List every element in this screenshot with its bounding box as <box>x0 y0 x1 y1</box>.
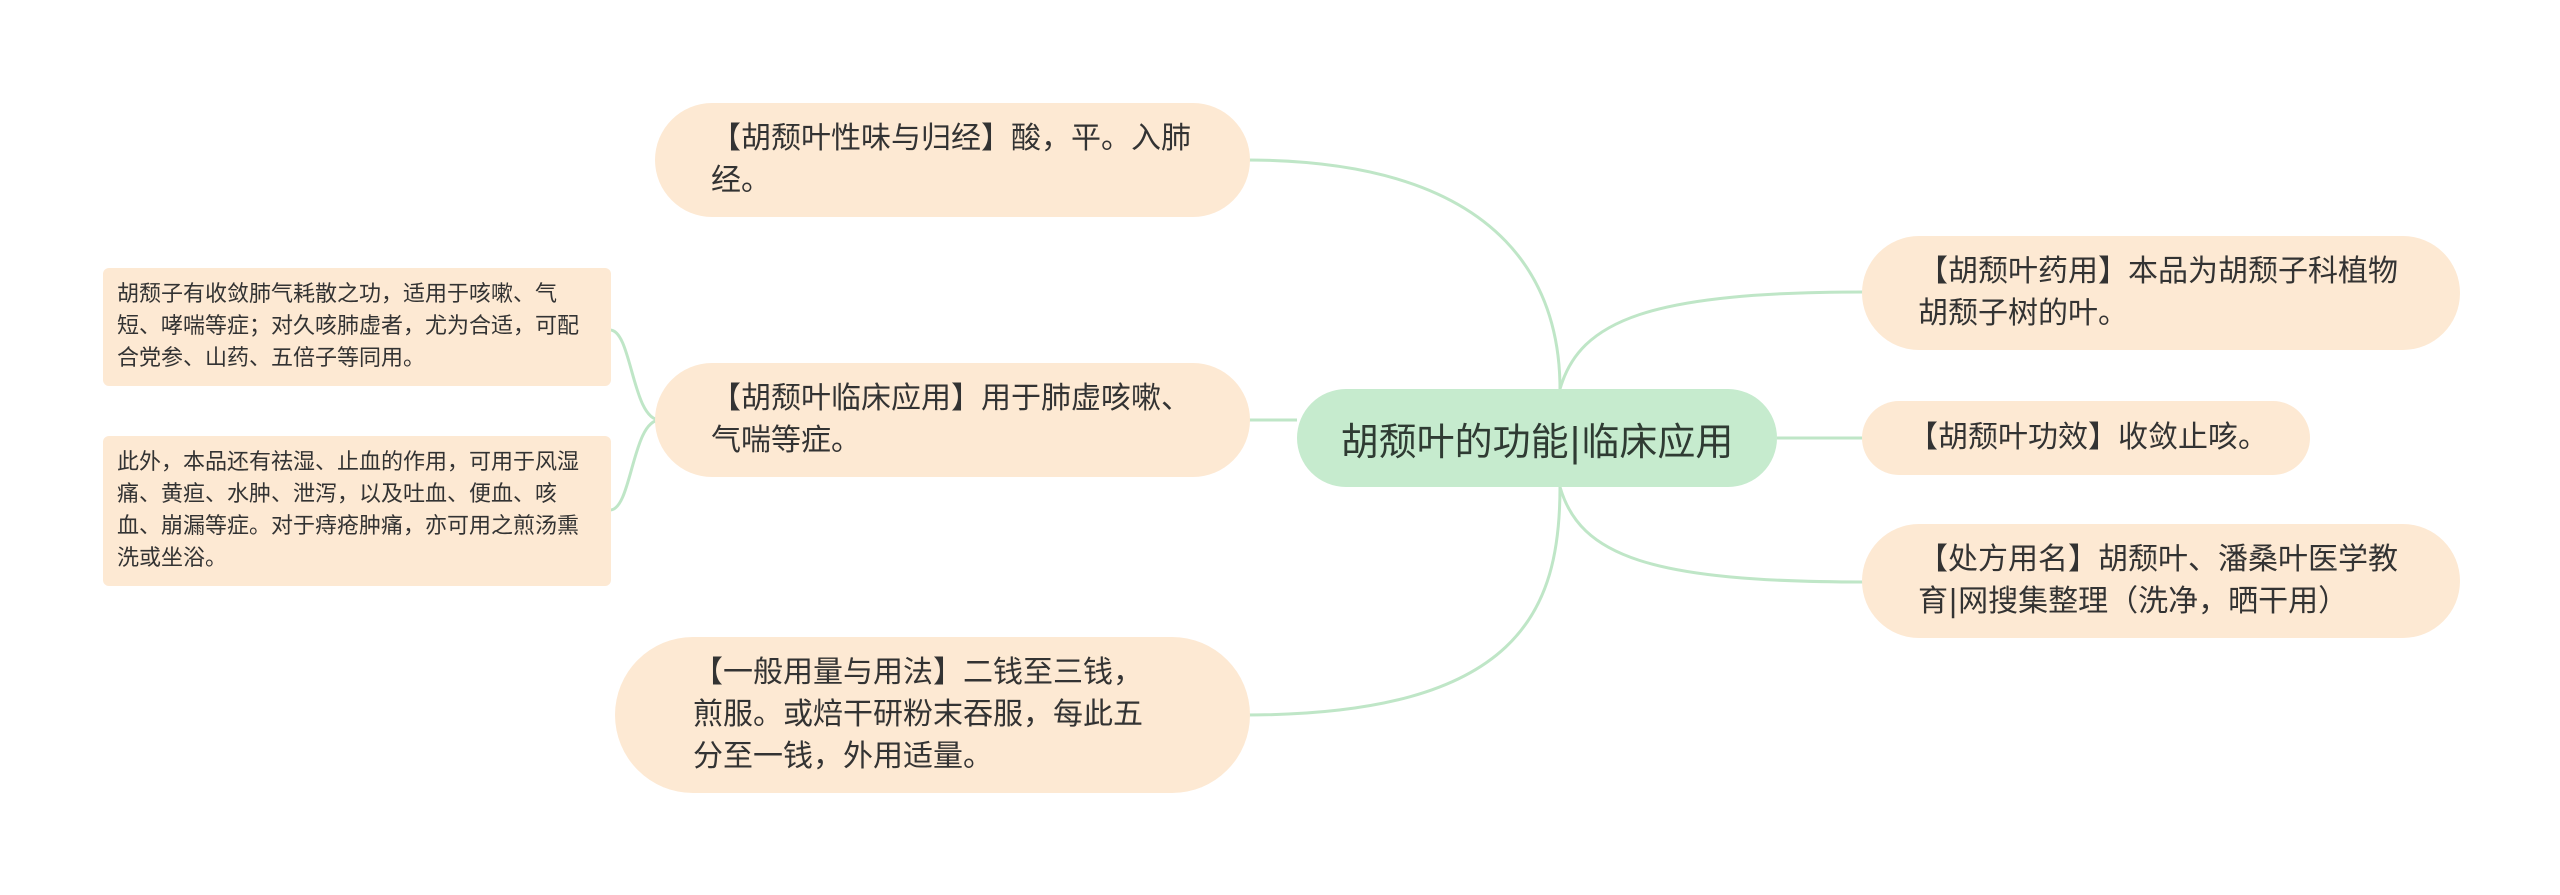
detail-clinical-1[interactable]: 胡颓子有收敛肺气耗散之功，适用于咳嗽、气短、哮喘等症；对久咳肺虚者，尤为合适，可… <box>103 268 611 386</box>
branch-clinical-application[interactable]: 【胡颓叶临床应用】用于肺虚咳嗽、气喘等症。 <box>655 363 1250 477</box>
detail-clinical-2[interactable]: 此外，本品还有祛湿、止血的作用，可用于风湿痛、黄疸、水肿、泄泻，以及吐血、便血、… <box>103 436 611 586</box>
link-center-to-taste <box>1244 158 1562 390</box>
branch-prescription-names[interactable]: 【处方用名】胡颓叶、潘桑叶医学教育|网搜集整理（洗净，晒干用） <box>1862 524 2460 638</box>
link-clinical-to-detail-1 <box>609 328 661 422</box>
branch-efficacy[interactable]: 【胡颓叶功效】收敛止咳。 <box>1862 401 2310 475</box>
branch-medicinal-part[interactable]: 【胡颓叶药用】本品为胡颓子科植物胡颓子树的叶。 <box>1862 236 2460 350</box>
detail-clinical-1-label: 胡颓子有收敛肺气耗散之功，适用于咳嗽、气短、哮喘等症；对久咳肺虚者，尤为合适，可… <box>117 282 580 371</box>
link-center-to-dosage <box>1244 486 1562 717</box>
central-topic-label: 胡颓叶的功能|临床应用 <box>1340 419 1734 464</box>
branch-taste-meridian[interactable]: 【胡颓叶性味与归经】酸，平。入肺经。 <box>655 103 1250 217</box>
branch-medicinal-part-label: 【胡颓叶药用】本品为胡颓子科植物胡颓子树的叶。 <box>1918 254 2398 331</box>
branch-clinical-application-label: 【胡颓叶临床应用】用于肺虚咳嗽、气喘等症。 <box>711 381 1191 458</box>
branch-efficacy-label: 【胡颓叶功效】收敛止咳。 <box>1908 420 2268 455</box>
branch-dosage-usage-label: 【一般用量与用法】二钱至三钱，煎服。或焙干研粉末吞服，每此五分至一钱，外用适量。 <box>693 655 1143 774</box>
branch-taste-meridian-label: 【胡颓叶性味与归经】酸，平。入肺经。 <box>711 121 1191 198</box>
branch-dosage-usage[interactable]: 【一般用量与用法】二钱至三钱，煎服。或焙干研粉末吞服，每此五分至一钱，外用适量。 <box>615 637 1250 793</box>
detail-clinical-2-label: 此外，本品还有祛湿、止血的作用，可用于风湿痛、黄疸、水肿、泄泻，以及吐血、便血、… <box>117 450 580 571</box>
link-center-to-medicinal <box>1558 290 1866 390</box>
branch-prescription-names-label: 【处方用名】胡颓叶、潘桑叶医学教育|网搜集整理（洗净，晒干用） <box>1918 542 2398 619</box>
link-center-to-names <box>1558 486 1866 584</box>
central-topic[interactable]: 胡颓叶的功能|临床应用 <box>1297 389 1777 487</box>
link-clinical-to-detail-2 <box>609 418 661 512</box>
